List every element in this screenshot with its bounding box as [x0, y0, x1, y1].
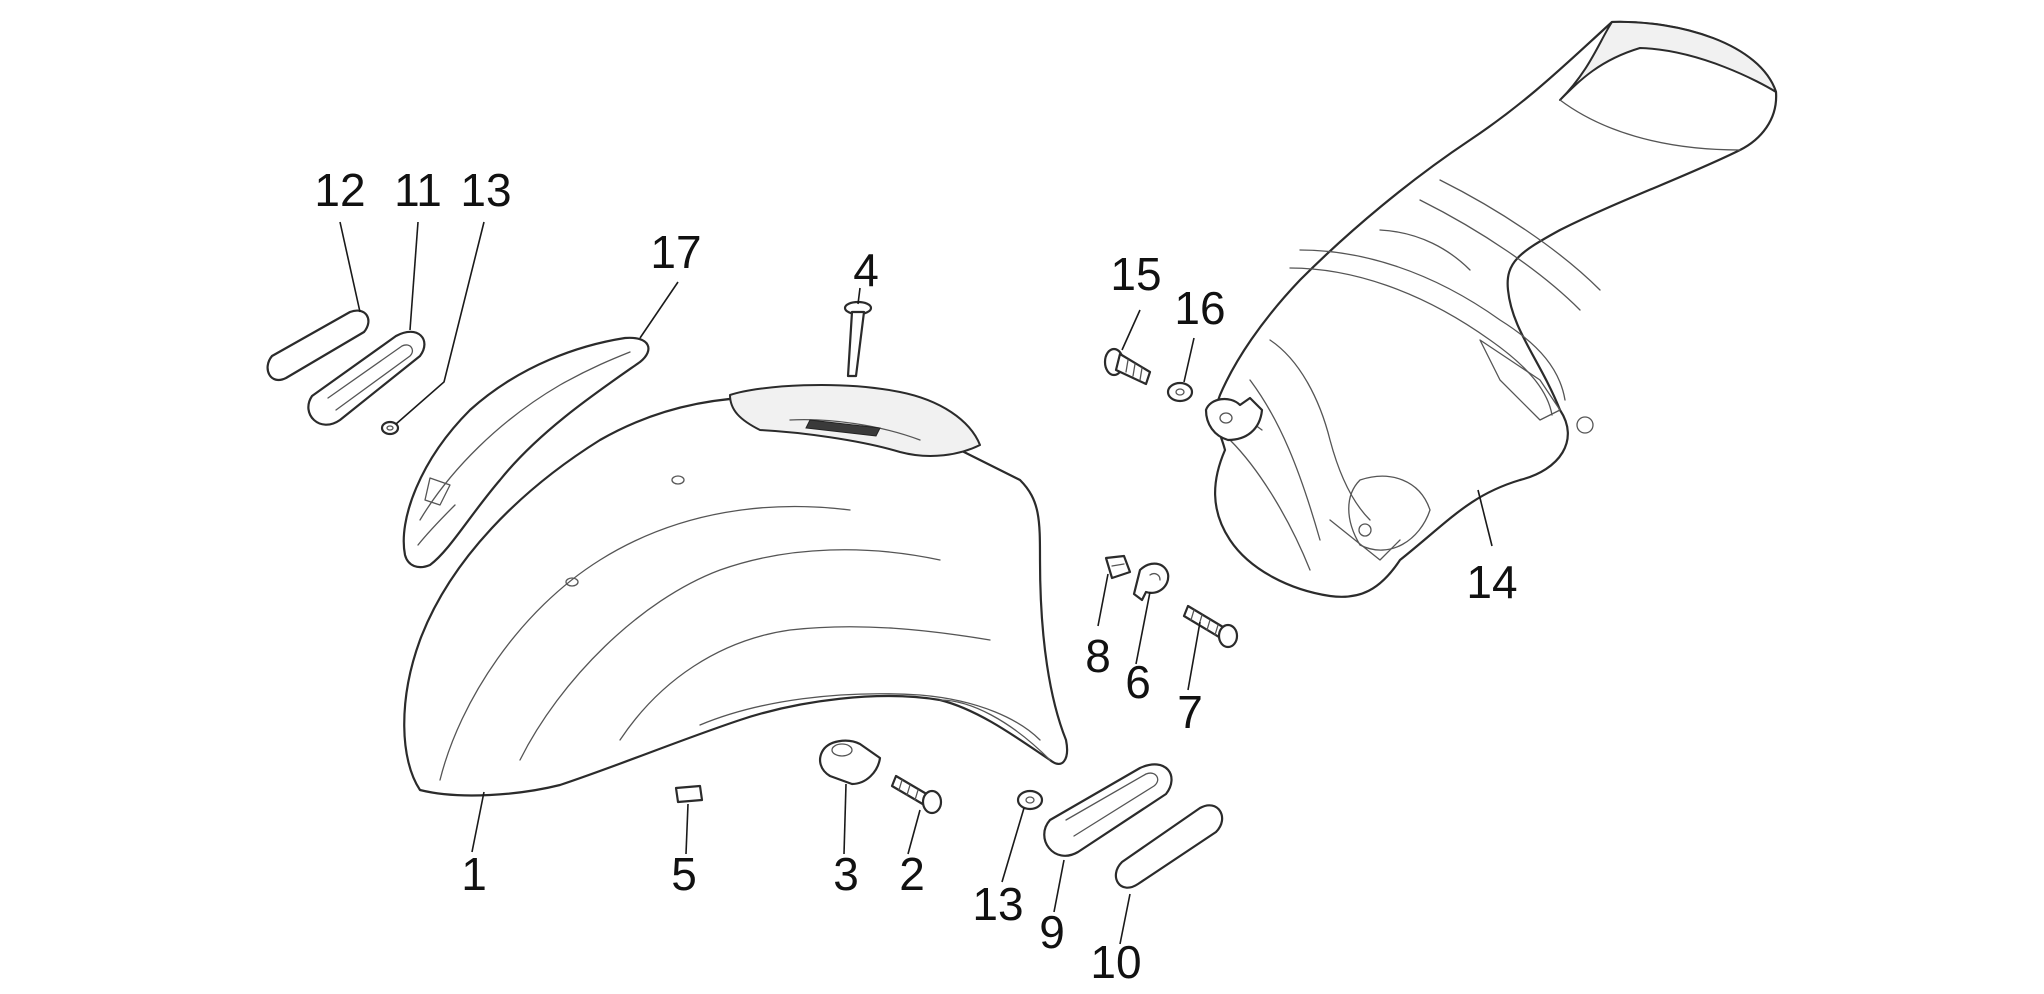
- cap-part-3: [819, 739, 882, 786]
- leader-10: [1119, 893, 1131, 945]
- clip-part-8: [1104, 554, 1132, 580]
- callout-11: 11: [394, 164, 442, 216]
- nut-part-13-upper: [380, 420, 400, 436]
- leader-lines: [339, 221, 1493, 945]
- leader-3: [843, 783, 847, 855]
- callout-15: 15: [1110, 248, 1161, 300]
- callout-13-upper: 13: [460, 164, 511, 216]
- leader-12: [339, 221, 361, 313]
- callout-6: 6: [1125, 656, 1151, 708]
- screw-part-2: [890, 774, 943, 815]
- leader-17: [639, 281, 679, 339]
- bolt-part-15: [1103, 347, 1152, 386]
- leader-13-lower: [1001, 807, 1025, 883]
- leader-13-upper: [395, 221, 485, 425]
- callout-labels: 12 11 13 17 4 15 16 14 8 6 7 1 5 3 2 13 …: [314, 164, 1517, 988]
- washer-part-16: [1166, 381, 1194, 403]
- screw-part-4: [843, 300, 873, 378]
- leader-7: [1187, 621, 1201, 691]
- callout-16: 16: [1174, 282, 1225, 334]
- bracket-near-16: [1204, 396, 1264, 442]
- callout-4: 4: [853, 244, 879, 296]
- reflector-holder-part-11: [307, 330, 426, 426]
- callout-2: 2: [899, 848, 925, 900]
- leader-16: [1183, 337, 1195, 383]
- clamp-part-6: [1132, 562, 1170, 602]
- leader-2: [907, 809, 921, 855]
- leader-6: [1135, 591, 1151, 665]
- callout-17: 17: [650, 226, 701, 278]
- leader-9: [1053, 859, 1065, 913]
- callout-5: 5: [671, 848, 697, 900]
- leader-11: [409, 221, 419, 331]
- front-mudguard-part: [403, 383, 1069, 797]
- callout-13-lower: 13: [972, 878, 1023, 930]
- callout-9: 9: [1039, 906, 1065, 958]
- leader-14: [1477, 489, 1493, 547]
- callout-8: 8: [1085, 630, 1111, 682]
- reflector-lens-part-10: [1114, 804, 1224, 889]
- trim-part-17: [402, 336, 650, 569]
- callout-3: 3: [833, 848, 859, 900]
- leader-5: [685, 803, 689, 855]
- callout-10: 10: [1090, 936, 1141, 988]
- callout-1: 1: [461, 848, 487, 900]
- leader-15: [1121, 309, 1141, 351]
- rear-hugger-part: [1209, 20, 1778, 598]
- leader-8: [1097, 573, 1109, 627]
- screw-part-7: [1182, 604, 1239, 649]
- callout-7: 7: [1177, 686, 1203, 738]
- leader-1: [471, 791, 485, 853]
- callout-12: 12: [314, 164, 365, 216]
- reflector-holder-part-9: [1043, 763, 1173, 857]
- callout-14: 14: [1466, 556, 1517, 608]
- leader-4: [857, 287, 861, 305]
- nut-part-5: [674, 784, 704, 804]
- nut-part-13-lower: [1016, 789, 1044, 811]
- reflector-lens-part-12: [266, 309, 370, 381]
